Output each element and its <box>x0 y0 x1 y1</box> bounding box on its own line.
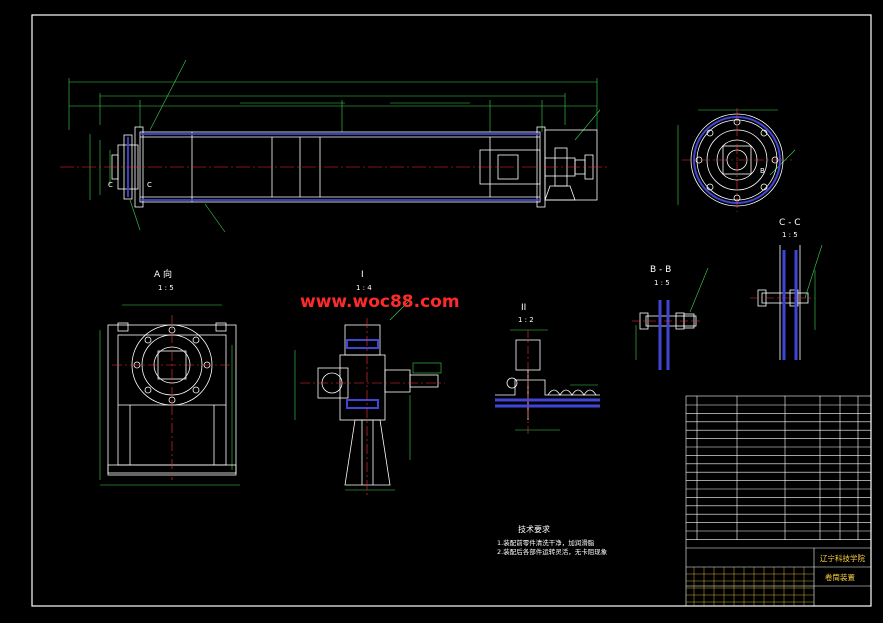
tech-requirement-2: 2.装配后各部件运转灵活，无卡阻现象 <box>497 548 608 556</box>
view-i-drawing <box>294 299 445 495</box>
view-ii-title: II <box>521 303 527 313</box>
section-mark-c-left: C <box>108 181 113 189</box>
view-a-scale: 1 : 5 <box>158 284 174 292</box>
view-a-title: A 向 <box>154 270 173 280</box>
parts-list <box>685 395 872 607</box>
view-ii-scale: 1 : 2 <box>518 316 534 324</box>
main-view <box>60 59 610 233</box>
view-cc-scale: 1 : 5 <box>782 231 798 239</box>
view-i-title: I <box>361 270 364 280</box>
tech-requirements-title: 技术要求 <box>518 525 550 534</box>
section-mark-b: B <box>760 167 765 175</box>
watermark-text: www.woc88.com <box>300 292 460 312</box>
section-mark-c-right: C <box>147 181 152 189</box>
view-ii-drawing <box>495 329 600 435</box>
view-bb-scale: 1 : 5 <box>654 279 670 287</box>
tech-requirement-1: 1.装配前零件清洗干净，加润滑脂 <box>497 539 595 547</box>
view-cc-drawing <box>750 244 823 360</box>
sheet-border <box>31 14 872 607</box>
view-a-drawing <box>99 304 240 486</box>
view-i-scale: 1 : 4 <box>356 284 372 292</box>
view-cc-title: C - C <box>779 218 801 228</box>
title-block-drawing-name: 卷筒装置 <box>825 573 855 582</box>
view-bb-title: B - B <box>650 265 672 275</box>
view-bb-drawing <box>632 267 709 370</box>
end-view <box>677 108 796 212</box>
title-block-school: 辽宁科技学院 <box>820 554 865 563</box>
